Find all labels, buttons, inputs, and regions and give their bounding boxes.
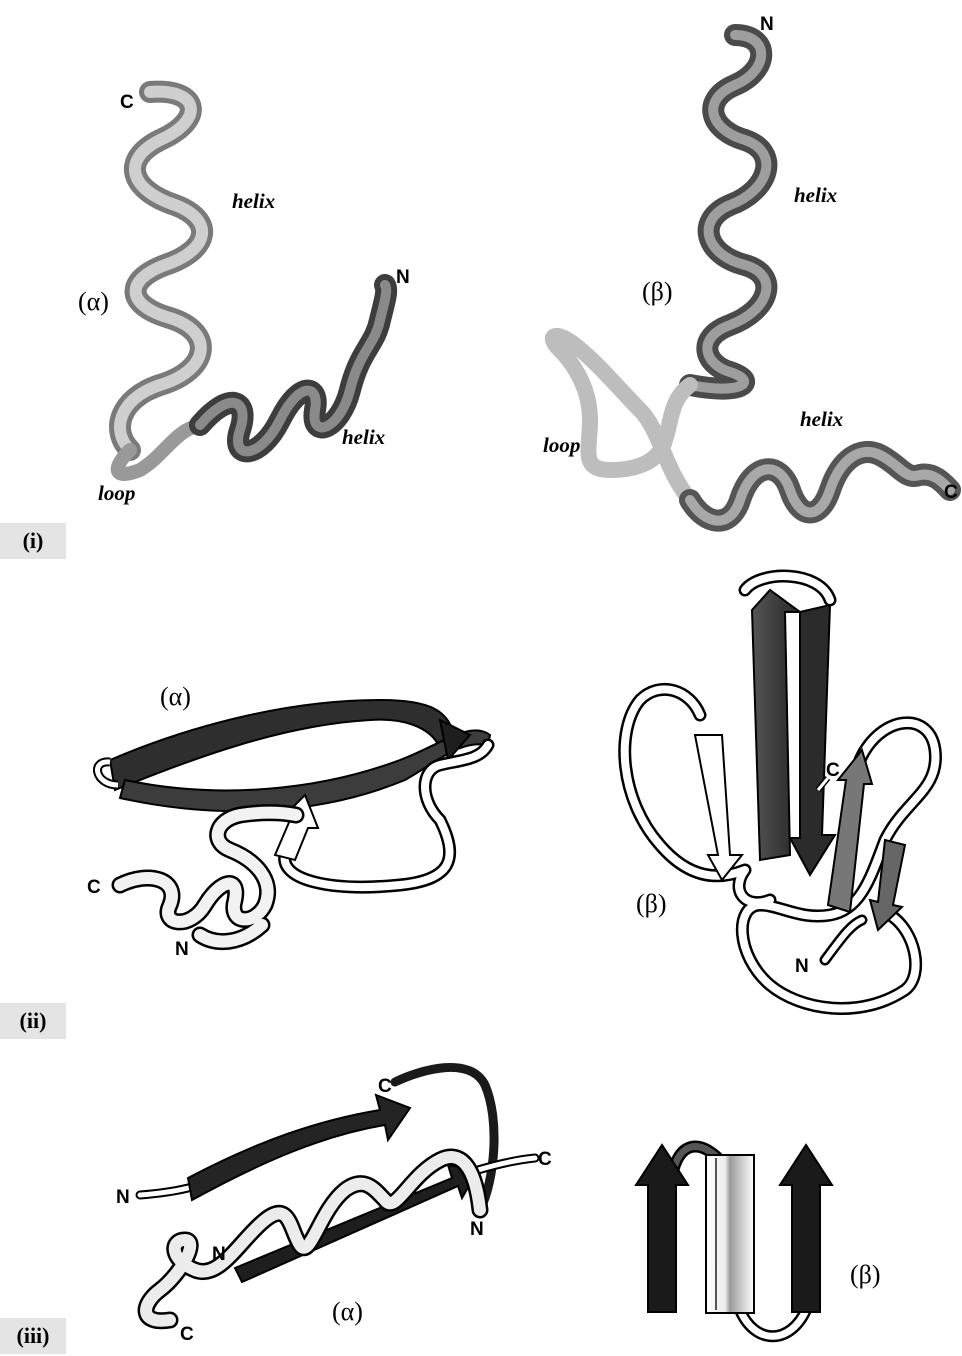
panel-iii-alpha-tag: (α) <box>332 1297 363 1326</box>
panel-label-iii: (iii) <box>0 1318 66 1354</box>
panel-ii-beta-white-strand <box>695 735 742 880</box>
panel-ii-beta-dark-strand-2 <box>790 605 835 875</box>
panel-iii-alpha-n-terminus-upper: N <box>116 1187 130 1208</box>
panel-iii-beta-helix-cylinder <box>706 1155 754 1313</box>
panel-i-alpha-structure <box>118 92 387 474</box>
panel-label-ii: (ii) <box>0 1003 66 1039</box>
panel-ii-alpha-structure <box>98 700 490 942</box>
panel-i-beta-loop <box>553 336 690 500</box>
panel-i-beta-n-terminus: N <box>760 14 774 35</box>
panel-iii-alpha-n-terminus-right: N <box>470 1219 484 1240</box>
panel-ii-beta-n-terminus: N <box>795 956 809 977</box>
panel-i-alpha-tag: (α) <box>78 287 109 316</box>
panel-i-beta-helix-label-bottom: helix <box>800 407 843 431</box>
panel-i-alpha-loop-label: loop <box>98 481 135 505</box>
panel-iii-beta-structure <box>636 1145 832 1336</box>
panel-i-beta-helix-label-top: helix <box>794 183 837 207</box>
panel-i-beta-c-terminus: C <box>944 482 958 503</box>
panel-ii-beta-c-terminus: C <box>826 760 840 781</box>
panel-ii-beta-tag: (β) <box>636 889 667 918</box>
panel-i-beta-structure <box>553 35 950 521</box>
panel-ii-beta-structure <box>625 576 936 1008</box>
panel-i-alpha-n-terminus: N <box>396 267 410 288</box>
panel-iii-beta-left-strand <box>636 1145 688 1312</box>
panel-ii-alpha-n-terminus: N <box>175 939 189 960</box>
panel-i-alpha-helix-label-bottom: helix <box>342 425 385 449</box>
panel-iii-alpha-c-terminus-upper: C <box>378 1076 392 1097</box>
panel-iii-alpha-c-terminus-right: C <box>538 1149 552 1170</box>
panel-i-beta-tag: (β) <box>642 277 673 306</box>
panel-ii-alpha-c-terminus: C <box>87 877 101 898</box>
panel-iii-alpha-c-terminus-lower: C <box>180 1324 194 1345</box>
panel-iii-beta-right-strand <box>780 1145 832 1312</box>
panel-iii-alpha-n-terminus-inner: N <box>212 1244 226 1265</box>
panel-iii-beta-tag: (β) <box>850 1260 881 1289</box>
panel-ii-beta-dark-strand-1 <box>752 590 800 860</box>
panel-label-i: (i) <box>0 523 66 559</box>
panel-i-alpha-helix-label-top: helix <box>232 189 275 213</box>
panel-i-beta-loop-label: loop <box>543 433 580 457</box>
panel-ii-alpha-tag: (α) <box>160 682 191 711</box>
panel-i-alpha-c-terminus: C <box>120 92 134 113</box>
panel-iii-alpha-structure <box>140 1067 535 1320</box>
